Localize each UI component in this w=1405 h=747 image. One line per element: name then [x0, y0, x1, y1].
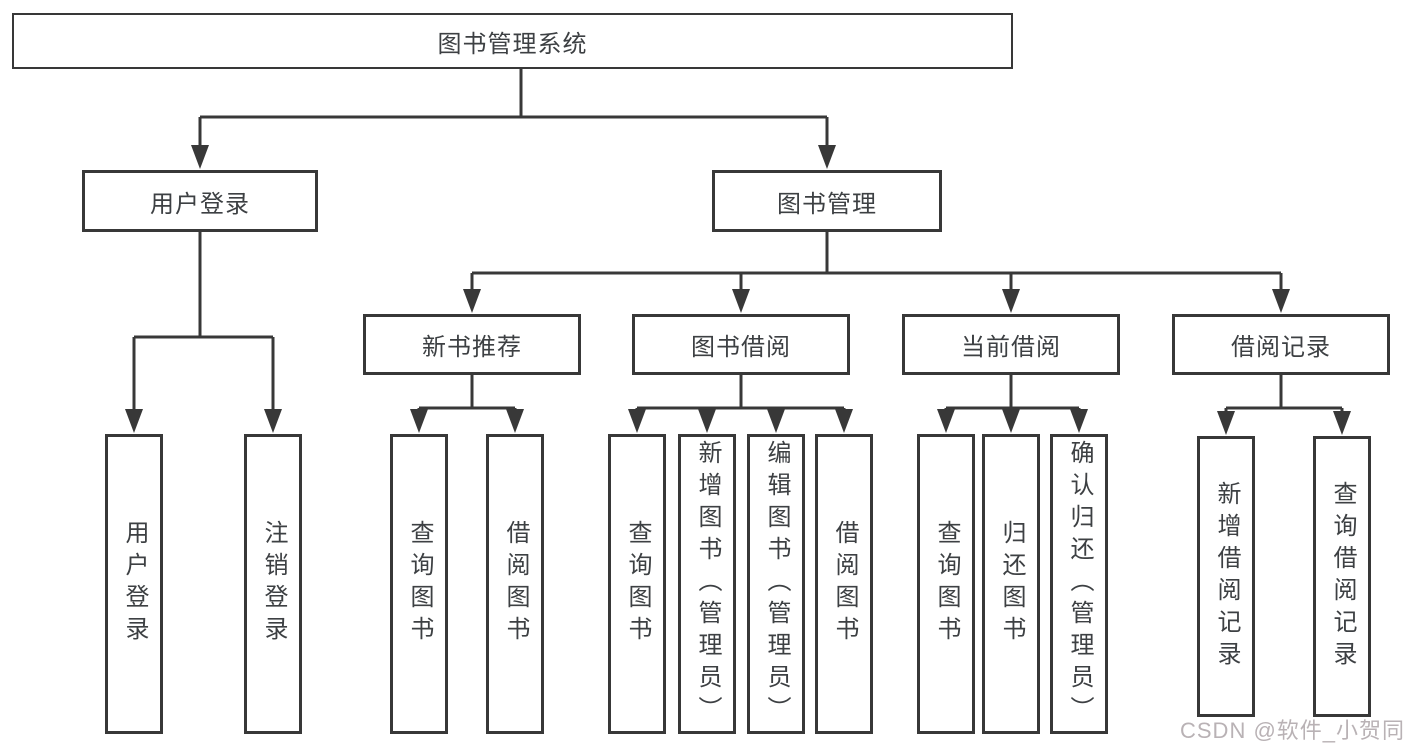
arrowhead	[698, 409, 716, 433]
node-book-borrow-label: 图书借阅	[691, 334, 791, 361]
leaf-query-borrow-record-label: 查询借阅记录	[1329, 480, 1356, 673]
node-root-label: 图书管理系统	[437, 30, 588, 58]
arrowhead	[1272, 289, 1290, 313]
node-user-login: 用户登录	[82, 170, 318, 232]
watermark: CSDN @软件_小贺同学	[1180, 718, 1405, 743]
arrowhead	[818, 145, 836, 169]
leaf-add-book-admin: 新增图书（管理员）	[678, 434, 736, 734]
leaf-borrow-books-label: 借阅图书	[502, 520, 529, 648]
arrowheads	[125, 145, 1351, 435]
arrowhead	[1333, 411, 1351, 435]
leaf-borrow-books: 借阅图书	[486, 434, 544, 734]
node-current-borrow-label: 当前借阅	[961, 334, 1061, 361]
arrowhead	[732, 289, 750, 313]
node-borrow-records-label: 借阅记录	[1231, 334, 1331, 361]
arrowhead	[264, 409, 282, 433]
leaf-confirm-return-admin: 确认归还（管理员）	[1050, 434, 1108, 734]
node-book-mgmt-label: 图书管理	[777, 190, 877, 218]
leaf-logout-label: 注销登录	[260, 520, 287, 648]
leaf-edit-book-admin: 编辑图书（管理员）	[747, 434, 805, 734]
leaf-user-login-label: 用户登录	[121, 520, 148, 648]
leaf-query-books: 查询图书	[917, 434, 975, 734]
node-book-mgmt: 图书管理	[712, 170, 942, 232]
node-new-books: 新书推荐	[363, 314, 581, 375]
leaf-confirm-return-admin-label: 确认归还（管理员）	[1066, 440, 1093, 728]
leaf-user-login: 用户登录	[105, 434, 163, 734]
leaf-query-borrow-record: 查询借阅记录	[1313, 436, 1371, 717]
arrowhead	[767, 409, 785, 433]
arrowhead	[628, 409, 646, 433]
arrowhead	[937, 409, 955, 433]
node-book-borrow: 图书借阅	[632, 314, 850, 375]
node-root: 图书管理系统	[12, 13, 1013, 69]
arrowhead	[463, 289, 481, 313]
leaf-return-book-label: 归还图书	[998, 520, 1025, 648]
arrowhead	[125, 409, 143, 433]
arrowhead	[835, 409, 853, 433]
leaf-query-books: 查询图书	[390, 434, 448, 734]
leaf-query-books-label: 查询图书	[933, 520, 960, 648]
arrowhead	[1002, 409, 1020, 433]
arrowhead	[506, 409, 524, 433]
arrowhead	[191, 145, 209, 169]
leaf-query-books-label: 查询图书	[624, 520, 651, 648]
node-borrow-records: 借阅记录	[1172, 314, 1390, 375]
leaf-borrow-books-label: 借阅图书	[831, 520, 858, 648]
leaf-add-book-admin-label: 新增图书（管理员）	[694, 440, 721, 728]
leaf-add-borrow-record-label: 新增借阅记录	[1213, 480, 1240, 673]
arrowhead	[1217, 411, 1235, 435]
leaf-logout: 注销登录	[244, 434, 302, 734]
leaf-query-books-label: 查询图书	[406, 520, 433, 648]
leaf-return-book: 归还图书	[982, 434, 1040, 734]
arrowhead	[410, 409, 428, 433]
arrowhead	[1070, 409, 1088, 433]
leaf-add-borrow-record: 新增借阅记录	[1197, 436, 1255, 717]
node-user-login-label: 用户登录	[150, 190, 250, 218]
leaf-query-books: 查询图书	[608, 434, 666, 734]
node-new-books-label: 新书推荐	[422, 334, 522, 361]
leaf-edit-book-admin-label: 编辑图书（管理员）	[763, 440, 790, 728]
arrowhead	[1002, 289, 1020, 313]
node-current-borrow: 当前借阅	[902, 314, 1120, 375]
leaf-borrow-books: 借阅图书	[815, 434, 873, 734]
